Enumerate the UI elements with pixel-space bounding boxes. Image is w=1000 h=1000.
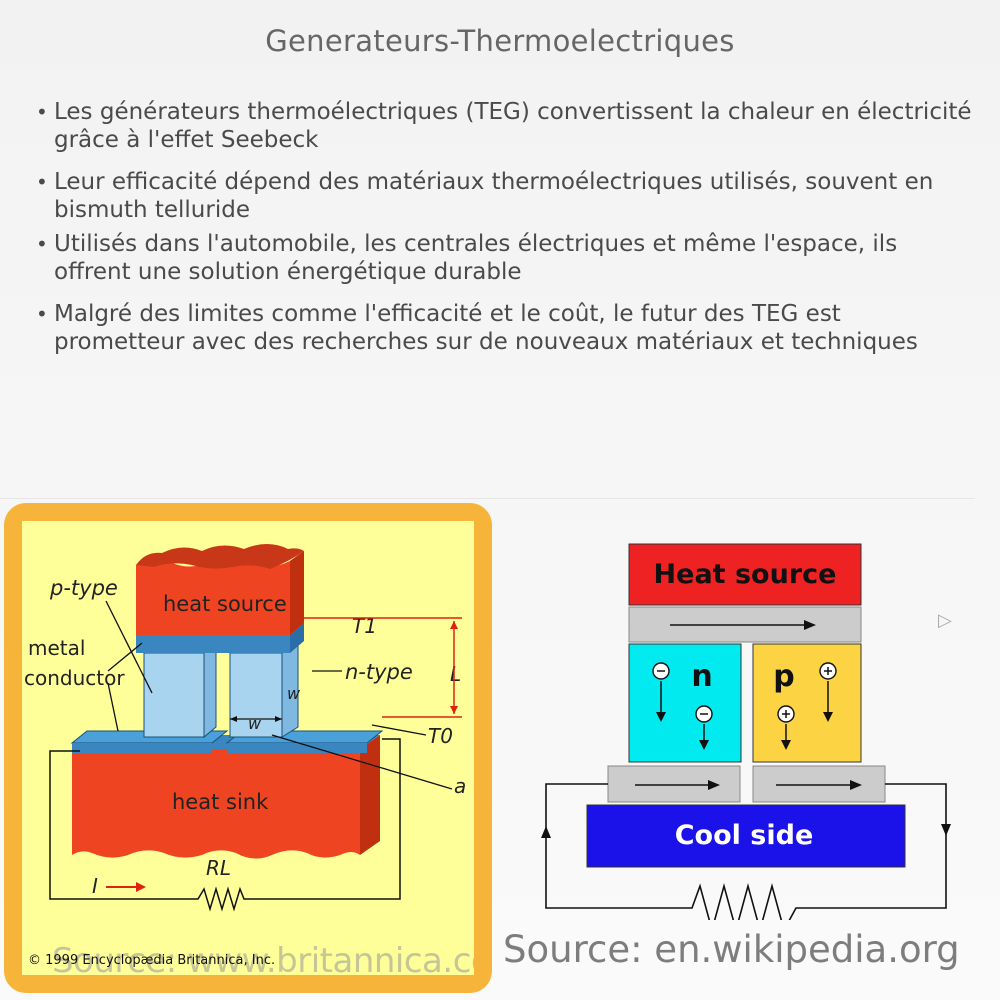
n-type-label: n-type [345,660,413,684]
l-label: L [450,662,461,686]
circuit-wire [49,738,401,912]
bottom-conductor-left-front [72,743,212,753]
copyright-text: © 1999 Encyclopædia Britannica, Inc. [28,953,276,968]
britannica-diagram-frame: heat source heat sink p-type n-type meta… [4,503,492,993]
current-arrowhead [136,882,146,892]
w-arrow-left [230,716,237,722]
bottom-conductor-right-front [227,743,367,753]
heat-source-label: heat source [163,592,287,616]
bullet-item: Les générateurs thermoélectriques (TEG) … [36,98,976,154]
heat-source-top [136,544,304,569]
metal-leader-top [107,642,143,672]
top-conductor [136,635,290,653]
page-title: Generateurs-Thermoelectriques [265,24,735,58]
a-leader [271,734,453,790]
l-arrow-bottom [450,706,458,714]
cool-side-block [586,804,906,868]
heat-source-block [136,551,304,635]
heat-source-block [628,543,862,606]
bottom-conductor-right [752,765,886,803]
circuit-wire [545,783,947,920]
bottom-left-arrowhead [708,780,720,790]
l-arrow-top [450,621,458,629]
bottom-right-arrowhead [850,780,862,790]
heat-sink-side [360,735,380,855]
bullet-item: Malgré des limites comme l'efficacité et… [36,300,976,356]
top-current-arrowhead [804,620,816,630]
circuit-arrow-right [941,824,951,836]
heat-sink-block [72,749,360,859]
hole-1 [819,662,837,722]
p-type-leg [143,652,205,738]
a-label: a [454,774,466,798]
source-watermark: Source: www.britannica.com [52,941,474,975]
w-arrow-right [275,716,282,722]
bullet-item: Utilisés dans l'automobile, les centrale… [36,230,976,286]
rl-label: RL [206,856,231,880]
peltier-schematic: Heat source n p Cool side [541,543,951,920]
thermocouple-illustration: heat source heat sink p-type n-type meta… [24,544,466,912]
circuit-arrow-left [541,826,551,838]
hole-2 [777,705,795,750]
source-label: Source: en.wikipedia.org [503,928,960,971]
heat-source-label: Heat source [654,559,837,590]
n-leg [628,643,742,763]
britannica-diagram: heat source heat sink p-type n-type meta… [22,521,474,975]
cool-side-label: Cool side [675,820,814,851]
electron-1 [652,662,670,722]
metal-leader-bottom [107,682,119,732]
p-type-leader [105,600,153,694]
t0-leader [371,724,427,736]
t0-label: T0 [428,724,453,748]
p-leg [752,643,862,763]
w-thickness-label: w [287,684,301,703]
top-conductor-side [290,623,304,653]
current-label: I [92,874,98,898]
heat-source-side [290,551,304,635]
divider [0,498,975,499]
heat-sink-label: heat sink [172,790,269,814]
electron-2 [695,705,713,750]
metal-label: metal [28,636,85,660]
bottom-conductor-left [607,765,741,803]
play-icon[interactable]: ▷ [938,610,952,631]
p-label: p [773,659,794,694]
p-type-leg-side [203,641,217,739]
bullet-list: Les générateurs thermoélectriques (TEG) … [36,98,976,356]
p-type-label: p-type [49,576,118,600]
w-label: w [248,714,262,733]
n-label: n [691,659,712,694]
bullet-item: Leur efficacité dépend des matériaux the… [36,168,976,224]
